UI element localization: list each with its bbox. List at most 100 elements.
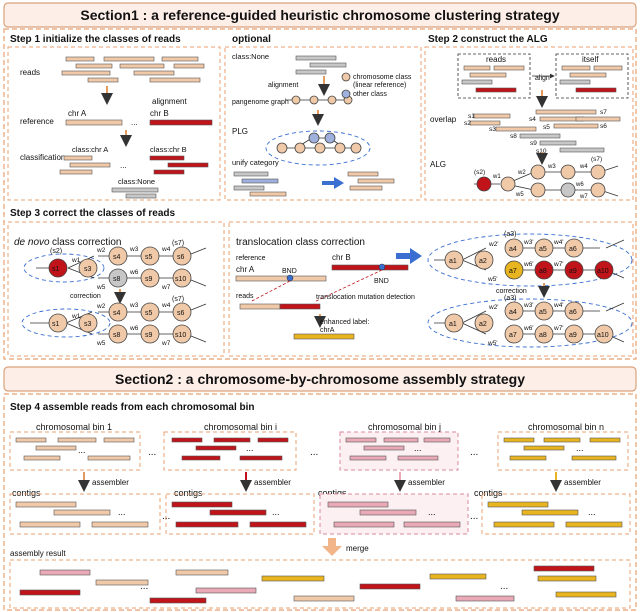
tg2-a10: a10 — [597, 332, 609, 339]
trans-ellipse-1 — [427, 233, 633, 287]
trans-right-arrow — [396, 248, 422, 264]
tg-a7: a7 — [509, 268, 517, 275]
tg2-a2: a2 — [479, 321, 487, 328]
tg-a1: a1 — [449, 258, 457, 265]
dn2-w5: w5 — [96, 340, 106, 347]
unify-before — [233, 171, 287, 197]
lbl-s10: s10 — [536, 148, 547, 155]
tg-a9: a9 — [569, 268, 577, 275]
classNone-label: class:None — [118, 177, 155, 186]
legend-chrom: chromosome class — [353, 74, 412, 81]
trans-read-a — [239, 303, 281, 310]
alg-s2p: (s2) — [474, 169, 485, 176]
tg2-a4: a4 — [509, 309, 517, 316]
alg-w2: w2 — [517, 170, 526, 176]
bnd-label-2: BND — [374, 278, 389, 285]
classA-label: class:chr A — [72, 145, 108, 154]
trans-reads: reads — [236, 293, 254, 300]
dn2-s3: s3 — [84, 321, 92, 328]
tg-a6: a6 — [569, 246, 577, 253]
bnd-dot-1 — [286, 274, 294, 282]
lbl-s6: s6 — [600, 123, 607, 130]
contigs-between-1: ... — [162, 511, 170, 522]
dn2-s5: s5 — [145, 310, 153, 317]
plg-ellipse — [265, 130, 371, 166]
alg-w5: w5 — [515, 192, 524, 198]
dn-s7p: (s7) — [172, 240, 184, 247]
bini-label: chromosomal bin i — [204, 422, 277, 432]
denovo-box — [7, 221, 225, 357]
unify-after — [347, 171, 395, 191]
contigs-dots-2: ... — [272, 507, 280, 517]
lbl-s1: s1 — [468, 113, 475, 120]
section1-banner — [3, 2, 637, 28]
contigs-label-2: contigs — [174, 488, 203, 498]
dn2-w6: w6 — [129, 325, 139, 332]
opt-pangenome: pangenome graph — [232, 99, 289, 106]
contigs-box-2 — [165, 493, 315, 535]
tg2-w3p: w3' — [523, 302, 534, 309]
bini-reads — [171, 437, 289, 461]
binj-reads — [345, 437, 451, 461]
asm-label-2: assembler — [254, 478, 291, 487]
dn-w1: w1 — [71, 257, 81, 264]
section2-banner — [3, 366, 637, 392]
denovo-italic: de novo — [14, 237, 50, 248]
dn-s2p: (s2) — [50, 248, 62, 255]
bin1-dots: ... — [78, 445, 86, 455]
asm-label-1: assembler — [92, 478, 129, 487]
unify-arrow — [322, 177, 344, 189]
trans-box — [228, 221, 634, 357]
tg-w5p: w5' — [487, 276, 498, 283]
alg-s7p: (s7) — [591, 156, 602, 163]
class-dots: ... — [120, 161, 127, 170]
result-dots-1: ... — [140, 581, 148, 592]
dn-s3: s3 — [84, 266, 92, 273]
tg-a2: a2 — [479, 258, 487, 265]
step2-reads-left — [461, 65, 525, 93]
legend-chrom2: (linear reference) — [353, 82, 406, 89]
tg2-a1: a1 — [449, 321, 457, 328]
step3-title: Step 3 correct the classes of reads — [10, 208, 176, 219]
section1-title: Section1 : a reference-guided heuristic … — [80, 7, 559, 23]
bini-dots: ... — [246, 443, 254, 453]
tg-a8: a8 — [539, 268, 547, 275]
opt-plg: PLG — [232, 127, 248, 136]
ref-chrA — [65, 119, 123, 126]
step2-reads: reads — [486, 55, 506, 64]
dn-w6: w6 — [129, 269, 139, 276]
chrB-label: chr B — [150, 109, 169, 118]
asm-label-4: assembler — [564, 478, 601, 487]
contigs-box-1 — [9, 493, 161, 535]
tg-w2p: w2' — [488, 241, 499, 248]
tg-w7p: w7' — [553, 261, 564, 268]
reference-label: reference — [20, 117, 54, 126]
binn-label: chromosomal bin n — [528, 422, 604, 432]
between-dots-2: ... — [310, 447, 318, 458]
tg2-a8: a8 — [539, 332, 547, 339]
enhanced-label: enhanced label: — [320, 319, 369, 326]
dn-s9: s9 — [145, 276, 153, 283]
tg2-a9: a9 — [569, 332, 577, 339]
alg-w3: w3 — [547, 164, 556, 170]
classification-label: classification — [20, 153, 65, 162]
step4-title: Step 4 assemble reads from each chromoso… — [10, 402, 255, 413]
dn-w5: w5 — [96, 284, 106, 291]
reads-box — [457, 53, 531, 99]
contigs-dots-3: ... — [428, 507, 436, 517]
alg-w4: w4 — [579, 164, 588, 170]
lbl-s8: s8 — [510, 133, 517, 140]
tg-a4: a4 — [509, 246, 517, 253]
binj-dots: ... — [414, 443, 422, 453]
step2-title: Step 2 construct the ALG — [428, 34, 548, 45]
contigs-label-1: contigs — [12, 488, 41, 498]
tg2-w7p: w7' — [553, 325, 564, 332]
overlap-reads — [469, 109, 621, 153]
plg-graph — [276, 132, 362, 154]
merge-label: merge — [346, 544, 369, 553]
opt-alignment: alignment — [268, 82, 298, 89]
dn-s6: s6 — [177, 254, 185, 261]
denovo-ellipse-1 — [23, 253, 105, 283]
trans-graph-top — [434, 238, 625, 280]
tg-a3p: (a3) — [504, 231, 516, 238]
